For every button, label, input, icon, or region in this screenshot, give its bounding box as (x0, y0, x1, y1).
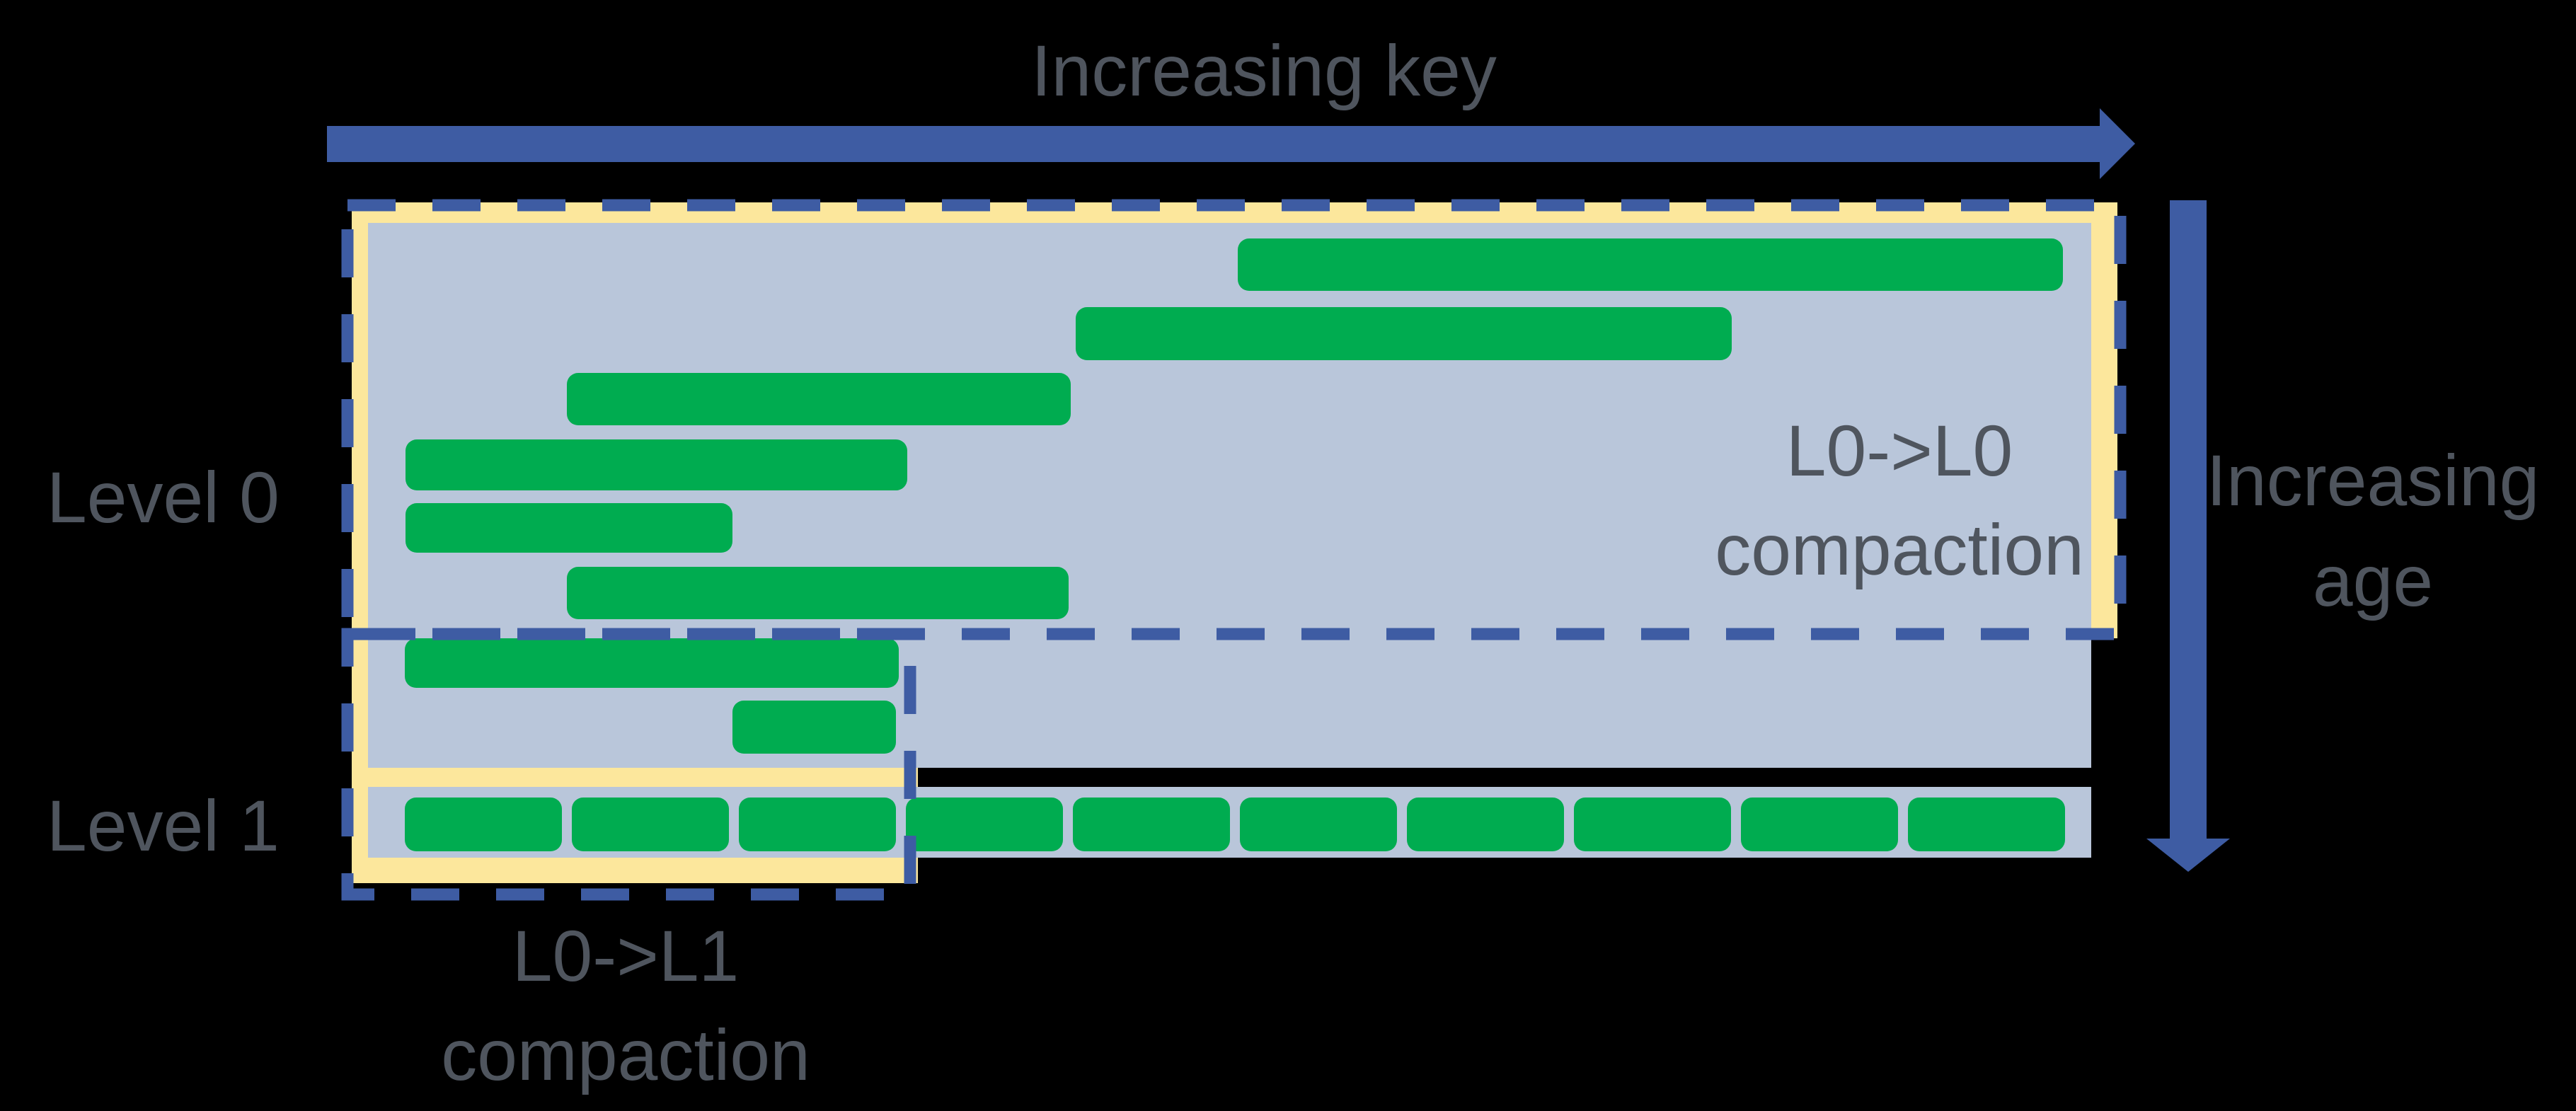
level1-tiles (405, 798, 2065, 851)
level0-sstable-bar (1076, 307, 1732, 360)
level0-l0compaction-files (406, 238, 2063, 619)
level1-sstable-bar (1574, 798, 1731, 851)
level1-sstable-bar (1741, 798, 1898, 851)
level1-sstable-bar (1407, 798, 1564, 851)
level0-sstable-bar (405, 638, 899, 688)
l0-compaction-dashed-box (341, 199, 2127, 640)
increasing-age-label-line1: Increasing (2207, 440, 2540, 521)
increasing-age-arrow-icon (2146, 200, 2230, 872)
level0-label: Level 0 (47, 457, 280, 538)
level0-sstable-bar (732, 701, 896, 754)
level1-sstable-bar (1908, 798, 2065, 851)
increasing-age-label-line2: age (2313, 541, 2433, 621)
level1-sstable-bar (906, 798, 1063, 851)
level1-label: Level 1 (47, 785, 280, 866)
level0-sstable-bar (567, 373, 1071, 425)
level1-sstable-bar (405, 798, 562, 851)
level0-sstable-bar (406, 439, 907, 490)
l0-l0-compaction-label-line1: L0->L0 (1786, 410, 2013, 491)
level1-sstable-bar (1240, 798, 1397, 851)
level0-sstable-bar (406, 503, 732, 553)
l0-l1-compaction-label-line2: compaction (441, 1015, 810, 1095)
level0-sstable-bar (567, 567, 1069, 619)
l0-l1-compaction-dashed-box (341, 628, 916, 901)
increasing-key-arrow-icon (327, 108, 2135, 179)
level1-sstable-bar (1073, 798, 1230, 851)
l0-l1-compaction-label-line1: L0->L1 (512, 916, 739, 996)
level0-sstable-bar (1238, 238, 2063, 291)
l0-l0-compaction-label-line2: compaction (1715, 510, 2084, 590)
increasing-key-label: Increasing key (1031, 30, 1497, 111)
level1-sstable-bar (572, 798, 729, 851)
level0-l1compaction-files (405, 638, 899, 754)
level1-sstable-bar (739, 798, 896, 851)
